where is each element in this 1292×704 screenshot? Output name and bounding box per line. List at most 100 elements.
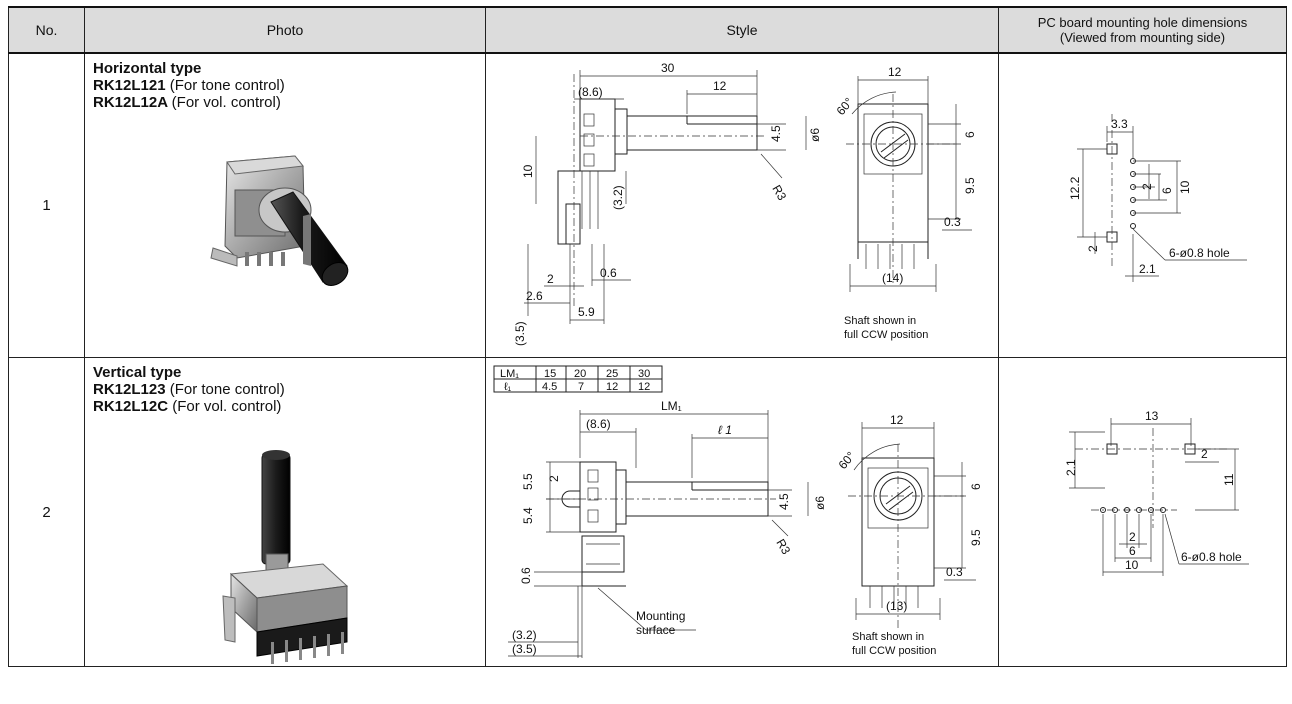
model-line: RK12L123 (For tone control) (93, 381, 485, 398)
model-number: RK12L12C (93, 398, 169, 415)
potentiometer-photo-horizontal (210, 155, 349, 286)
dim-label: 0.3 (946, 565, 963, 579)
drawing-note: Shaft shown in (844, 315, 916, 327)
dim-label: 11 (1222, 473, 1236, 486)
dim-label: ø6 (813, 496, 827, 510)
model-number: RK12L121 (93, 77, 166, 94)
product-type: Vertical type (93, 364, 182, 381)
drawing-note: full CCW position (852, 645, 936, 657)
dim-label: 6 (969, 483, 983, 490)
dim-label: 6 (1160, 187, 1174, 194)
horizontal-type-drawing: 30 (8.6) 12 4.5 ø6 R3 10 (3.2) (513, 61, 977, 346)
spec-table: No. Photo Style PC board mounting hole d… (8, 6, 1287, 667)
dim-label: (3.5) (513, 321, 527, 346)
dim-label: 5.9 (578, 305, 595, 319)
dim-label: (14) (882, 271, 903, 285)
photo-cell: Horizontal type RK12L121 (For tone contr… (84, 52, 486, 358)
lm-table-cell: 4.5 (542, 381, 557, 393)
dim-label: 2 (547, 475, 561, 482)
dim-label: 12 (713, 79, 727, 93)
dim-label: 0.6 (519, 567, 533, 584)
table-row: 2 Vertical type RK12L123 (For tone contr… (8, 357, 1287, 667)
model-note: (For vol. control) (171, 94, 281, 111)
photo-cell: Vertical type RK12L123 (For tone control… (84, 357, 486, 667)
shaft-outline (626, 115, 758, 151)
dim-label: 2.6 (526, 289, 543, 303)
dim-label: (8.6) (586, 417, 611, 431)
lm-table-cell: 15 (544, 368, 556, 380)
front-view-outline (861, 457, 935, 587)
dim-label: 6 (963, 131, 977, 138)
model-number: RK12L123 (93, 381, 166, 398)
dim-label: LM₁ (661, 399, 682, 413)
style-cell: LM₁ 15 20 25 30 ℓ₁ 4.5 7 12 12 LM₁ (485, 357, 999, 667)
row-number: 2 (8, 357, 85, 667)
mounting-hole-cell: 13 2.1 2 11 (998, 357, 1287, 667)
dim-label: 12.2 (1068, 176, 1082, 200)
model-line: RK12L121 (For tone control) (93, 77, 485, 94)
lm-table-cell: LM₁ (500, 368, 519, 380)
lm-table: LM₁ 15 20 25 30 ℓ₁ 4.5 7 12 12 (493, 365, 663, 393)
dim-label: 5.4 (521, 507, 535, 524)
mounting-surface-label: surface (636, 623, 676, 637)
drawing-note: full CCW position (844, 329, 928, 341)
lm-table-cell: 12 (606, 381, 618, 393)
dim-label: 12 (888, 65, 902, 79)
header-mounting-line2: (Viewed from mounting side) (1059, 30, 1226, 45)
lm-table-cell: ℓ₁ (504, 381, 512, 393)
model-number: RK12L12A (93, 94, 168, 111)
dim-label: 5.5 (521, 473, 535, 490)
hole-label: 6-ø0.8 hole (1169, 246, 1230, 260)
model-note: (For tone control) (169, 381, 285, 398)
mounting-surface-label: Mounting (636, 609, 685, 623)
model-note: (For vol. control) (172, 398, 282, 415)
dim-label: 10 (521, 164, 535, 178)
dim-label: ø6 (808, 128, 822, 142)
lm-table-cell: 25 (606, 368, 618, 380)
dim-label: (3.5) (512, 642, 537, 656)
dim-label: 4.5 (769, 125, 783, 142)
front-view-outline (857, 103, 929, 243)
shaft (261, 453, 291, 565)
dim-label: 0.6 (600, 266, 617, 280)
hole-label: 6-ø0.8 hole (1181, 550, 1242, 564)
product-title: Vertical type RK12L123 (For tone control… (85, 358, 485, 415)
lm-table-cell: 30 (638, 368, 650, 380)
dim-label: 9.5 (969, 529, 983, 546)
vertical-type-drawing: LM₁ 15 20 25 30 ℓ₁ 4.5 7 12 12 LM₁ (493, 365, 983, 658)
lm-table-cell: 12 (638, 381, 650, 393)
style-cell: 30 (8.6) 12 4.5 ø6 R3 10 (3.2) (485, 52, 999, 358)
dim-label: 12 (890, 413, 904, 427)
drawing-note: Shaft shown in (852, 631, 924, 643)
product-title: Horizontal type RK12L121 (For tone contr… (85, 54, 485, 111)
header-mounting-line1: PC board mounting hole dimensions (1037, 15, 1248, 30)
product-type: Horizontal type (93, 60, 202, 77)
dim-label: 13 (1145, 409, 1159, 423)
dim-label: 4.5 (777, 493, 791, 510)
dim-label: (13) (886, 599, 907, 613)
dim-label: 2 (1086, 245, 1100, 252)
pin-holes (1130, 158, 1136, 229)
mounting-hole-cell: 13 3.3 12.2 2 6 10 2 6-ø0.8 hol (998, 52, 1287, 358)
header-no: No. (8, 6, 85, 54)
mounting-hole-drawing-vertical: 13 2.1 2 11 (1064, 409, 1249, 576)
dim-label: 2.1 (1139, 262, 1156, 276)
dim-label: 10 (1125, 558, 1139, 572)
model-note: (For tone control) (169, 77, 285, 94)
dim-label: R3 (769, 183, 789, 204)
dim-label: 10 (1178, 180, 1192, 194)
pin-holes (1100, 507, 1166, 513)
dim-label: ℓ 1 (718, 423, 732, 437)
dim-label: 2 (1140, 183, 1154, 190)
row-number: 1 (8, 52, 85, 358)
header-photo: Photo (84, 6, 486, 54)
header-row: No. Photo Style PC board mounting hole d… (8, 6, 1287, 54)
dim-label: (8.6) (578, 85, 603, 99)
potentiometer-photo-vertical (222, 450, 349, 664)
dim-label: 9.5 (963, 177, 977, 194)
dim-label: 3.3 (1111, 117, 1128, 131)
header-mounting: PC board mounting hole dimensions (Viewe… (998, 6, 1287, 54)
dim-label: 2 (547, 272, 554, 286)
dim-label: (3.2) (611, 185, 625, 210)
